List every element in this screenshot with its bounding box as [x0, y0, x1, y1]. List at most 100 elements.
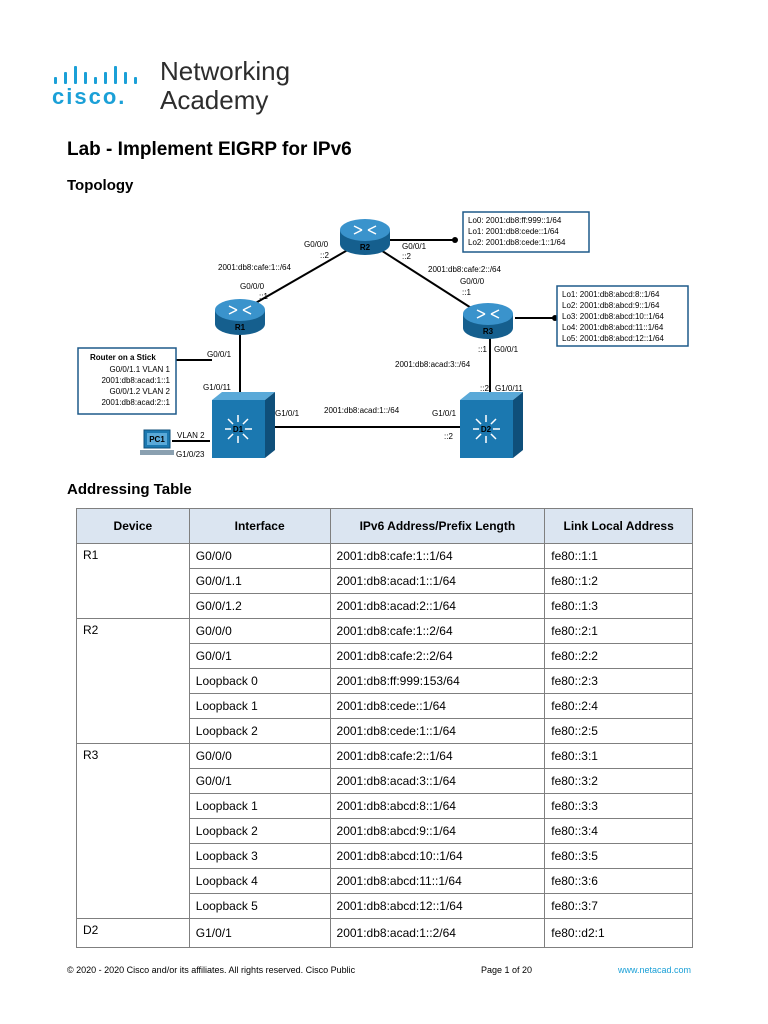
cell-device: D2: [76, 918, 190, 948]
label-d2-id: ::2: [444, 432, 453, 441]
label-d2-g1011: G1/0/11: [495, 384, 523, 393]
pc1-label: PC1: [149, 435, 165, 444]
cell-ipv6-address: 2001:db8:acad:1::1/64: [329, 568, 546, 594]
link-r2-r3: [364, 239, 491, 321]
label-vlan2: VLAN 2: [177, 431, 205, 440]
pc1[interactable]: PC1: [140, 429, 174, 455]
r1-label: R1: [235, 323, 246, 332]
cell-ipv6-address: 2001:db8:abcd:12::1/64: [329, 893, 546, 919]
r3-lo3: Lo3: 2001:db8:abcd:10::1/64: [562, 312, 664, 321]
label-r3-g001-id: ::1: [478, 345, 487, 354]
cell-ipv6-address: 2001:db8:abcd:10::1/64: [329, 843, 546, 869]
cell-link-local: fe80::2:3: [544, 668, 693, 694]
cell-ipv6-address: 2001:db8:abcd:11::1/64: [329, 868, 546, 894]
cell-ipv6-address: 2001:db8:ff:999:153/64: [329, 668, 546, 694]
r3-lo1: Lo1: 2001:db8:abcd:8::1/64: [562, 290, 660, 299]
cell-link-local: fe80::d2:1: [544, 918, 693, 948]
cell-link-local: fe80::3:2: [544, 768, 693, 794]
footer-page-number: Page 1 of 20: [481, 965, 533, 975]
label-net-acad1: 2001:db8:acad:1::/64: [324, 406, 400, 415]
label-net-acad3: 2001:db8:acad:3::/64: [395, 360, 471, 369]
router-r3[interactable]: R3: [463, 303, 513, 339]
r3-lo5: Lo5: 2001:db8:abcd:12::1/64: [562, 334, 664, 343]
cell-ipv6-address: 2001:db8:cafe:1::2/64: [329, 618, 546, 644]
label-r1-g000-id: ::1: [259, 292, 268, 301]
link-r2-r1: [239, 239, 366, 313]
label-r2-g000: G0/0/0: [304, 240, 329, 249]
logo-academy: Academy: [160, 85, 269, 115]
addressing-table: Device Interface IPv6 Address/Prefix Len…: [76, 508, 693, 948]
cell-interface: Loopback 3: [188, 843, 331, 869]
label-d2-g101: G1/0/1: [432, 409, 457, 418]
ros-line2: 2001:db8:acad:1::1: [101, 376, 170, 385]
header-interface: Interface: [188, 508, 331, 544]
cell-interface: G0/0/0: [188, 543, 331, 569]
cell-interface: G0/0/0: [188, 618, 331, 644]
addressing-table-heading: Addressing Table: [67, 481, 192, 498]
router-r2[interactable]: R2: [340, 219, 390, 255]
label-d1-g101: G1/0/1: [275, 409, 300, 418]
cell-ipv6-address: 2001:db8:abcd:9::1/64: [329, 818, 546, 844]
cell-ipv6-address: 2001:db8:acad:2::1/64: [329, 593, 546, 619]
label-r3-g000: G0/0/0: [460, 277, 485, 286]
ros-line4: 2001:db8:acad:2::1: [101, 398, 170, 407]
cell-link-local: fe80::3:1: [544, 743, 693, 769]
label-r3-g001: G0/0/1: [494, 345, 519, 354]
cell-ipv6-address: 2001:db8:cafe:2::2/64: [329, 643, 546, 669]
cell-interface: Loopback 1: [188, 793, 331, 819]
r2-lo0: Lo0: 2001:db8:ff:999::1/64: [468, 216, 562, 225]
interface-labels: G0/0/0 ::2 G0/0/1 ::2 2001:db8:cafe:1::/…: [176, 240, 523, 459]
cell-link-local: fe80::3:5: [544, 843, 693, 869]
cell-interface: Loopback 1: [188, 693, 331, 719]
r2-lo2: Lo2: 2001:db8:cede:1::1/64: [468, 238, 566, 247]
r3-loopback-box: Lo1: 2001:db8:abcd:8::1/64 Lo2: 2001:db8…: [556, 285, 689, 347]
r3-lo4: Lo4: 2001:db8:abcd:11::1/64: [562, 323, 664, 332]
topology-diagram: R2 R1 R3 D1: [77, 211, 689, 459]
cell-device: R1: [76, 543, 190, 619]
cell-ipv6-address: 2001:db8:abcd:8::1/64: [329, 793, 546, 819]
cell-link-local: fe80::2:5: [544, 718, 693, 744]
label-r2-g001-id: ::2: [402, 252, 411, 261]
cell-link-local: fe80::1:2: [544, 568, 693, 594]
cell-link-local: fe80::1:3: [544, 593, 693, 619]
cell-interface: Loopback 2: [188, 718, 331, 744]
switch-d1[interactable]: D1: [212, 392, 275, 458]
topology-heading: Topology: [67, 177, 134, 194]
label-r3-g000-id: ::1: [462, 288, 471, 297]
footer-copyright: © 2020 - 2020 Cisco and/or its affiliate…: [67, 965, 356, 975]
ros-line1: G0/0/1.1 VLAN 1: [110, 365, 171, 374]
cisco-bars-icon: [52, 62, 150, 84]
cisco-wordmark: cisco.: [52, 84, 127, 109]
label-d1-g1023: G1/0/23: [176, 450, 205, 459]
label-d2-g1011-id: ::2: [480, 384, 489, 393]
r2-loopback-box: Lo0: 2001:db8:ff:999::1/64 Lo1: 2001:db8…: [462, 211, 590, 253]
header-link-local: Link Local Address: [544, 508, 693, 544]
footer-url-link[interactable]: www.netacad.com: [618, 965, 692, 975]
cell-ipv6-address: 2001:db8:acad:1::2/64: [329, 918, 546, 948]
cell-link-local: fe80::3:4: [544, 818, 693, 844]
r2-lo1: Lo1: 2001:db8:cede::1/64: [468, 227, 559, 236]
table-header-row: Device Interface IPv6 Address/Prefix Len…: [76, 508, 693, 544]
cell-ipv6-address: 2001:db8:cafe:1::1/64: [329, 543, 546, 569]
cell-link-local: fe80::2:2: [544, 643, 693, 669]
switch-d2[interactable]: D2: [460, 392, 523, 458]
label-d1-g1011: G1/0/11: [203, 383, 231, 392]
cell-device: R3: [76, 743, 190, 919]
cell-interface: Loopback 5: [188, 893, 331, 919]
cell-interface: G0/0/0: [188, 743, 331, 769]
ros-line3: G0/0/1.2 VLAN 2: [110, 387, 171, 396]
router-arrows-icon: [228, 305, 252, 315]
cell-link-local: fe80::3:3: [544, 793, 693, 819]
router-r1[interactable]: R1: [215, 299, 265, 335]
label-r1-g001: G0/0/1: [207, 350, 232, 359]
router-arrows-icon: [476, 309, 500, 319]
